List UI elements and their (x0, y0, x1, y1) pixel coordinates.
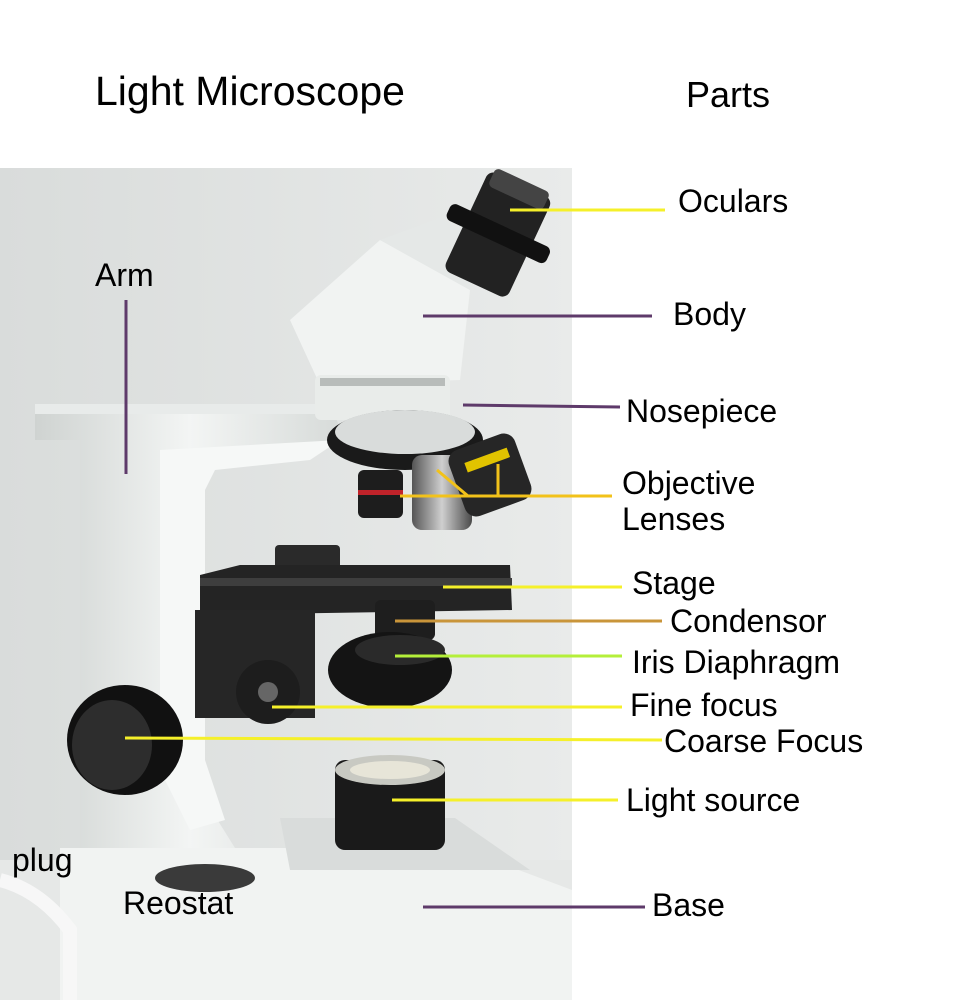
page-title: Light Microscope (95, 68, 405, 114)
parts-heading: Parts (686, 74, 771, 115)
ocular-tube (445, 169, 551, 297)
plug-cord (0, 873, 77, 1000)
label-objective-lenses: Objective Lenses (622, 465, 756, 537)
label-nosepiece: Nosepiece (626, 393, 778, 429)
label-base: Base (652, 887, 725, 923)
label-iris-diaphragm: Iris Diaphragm (632, 644, 841, 680)
label-plug: plug (12, 842, 73, 878)
light-source-shape (335, 755, 445, 850)
stage-shape (200, 545, 512, 615)
leader-coarse-focus (124, 736, 663, 742)
label-body: Body (673, 296, 746, 332)
label-oculars: Oculars (678, 183, 789, 219)
label-arm: Arm (95, 257, 154, 293)
leader-objective-a (436, 468, 469, 498)
label-light-source: Light source (626, 782, 801, 818)
label-coarse-focus: Coarse Focus (664, 723, 864, 759)
label-reostat: Reostat (123, 885, 234, 921)
leader-nosepiece (462, 403, 621, 409)
reostat-dial (155, 864, 255, 892)
label-condensor: Condensor (670, 603, 827, 639)
label-fine-focus: Fine focus (630, 687, 778, 723)
label-stage: Stage (632, 565, 716, 601)
leader-lines (124, 208, 665, 909)
